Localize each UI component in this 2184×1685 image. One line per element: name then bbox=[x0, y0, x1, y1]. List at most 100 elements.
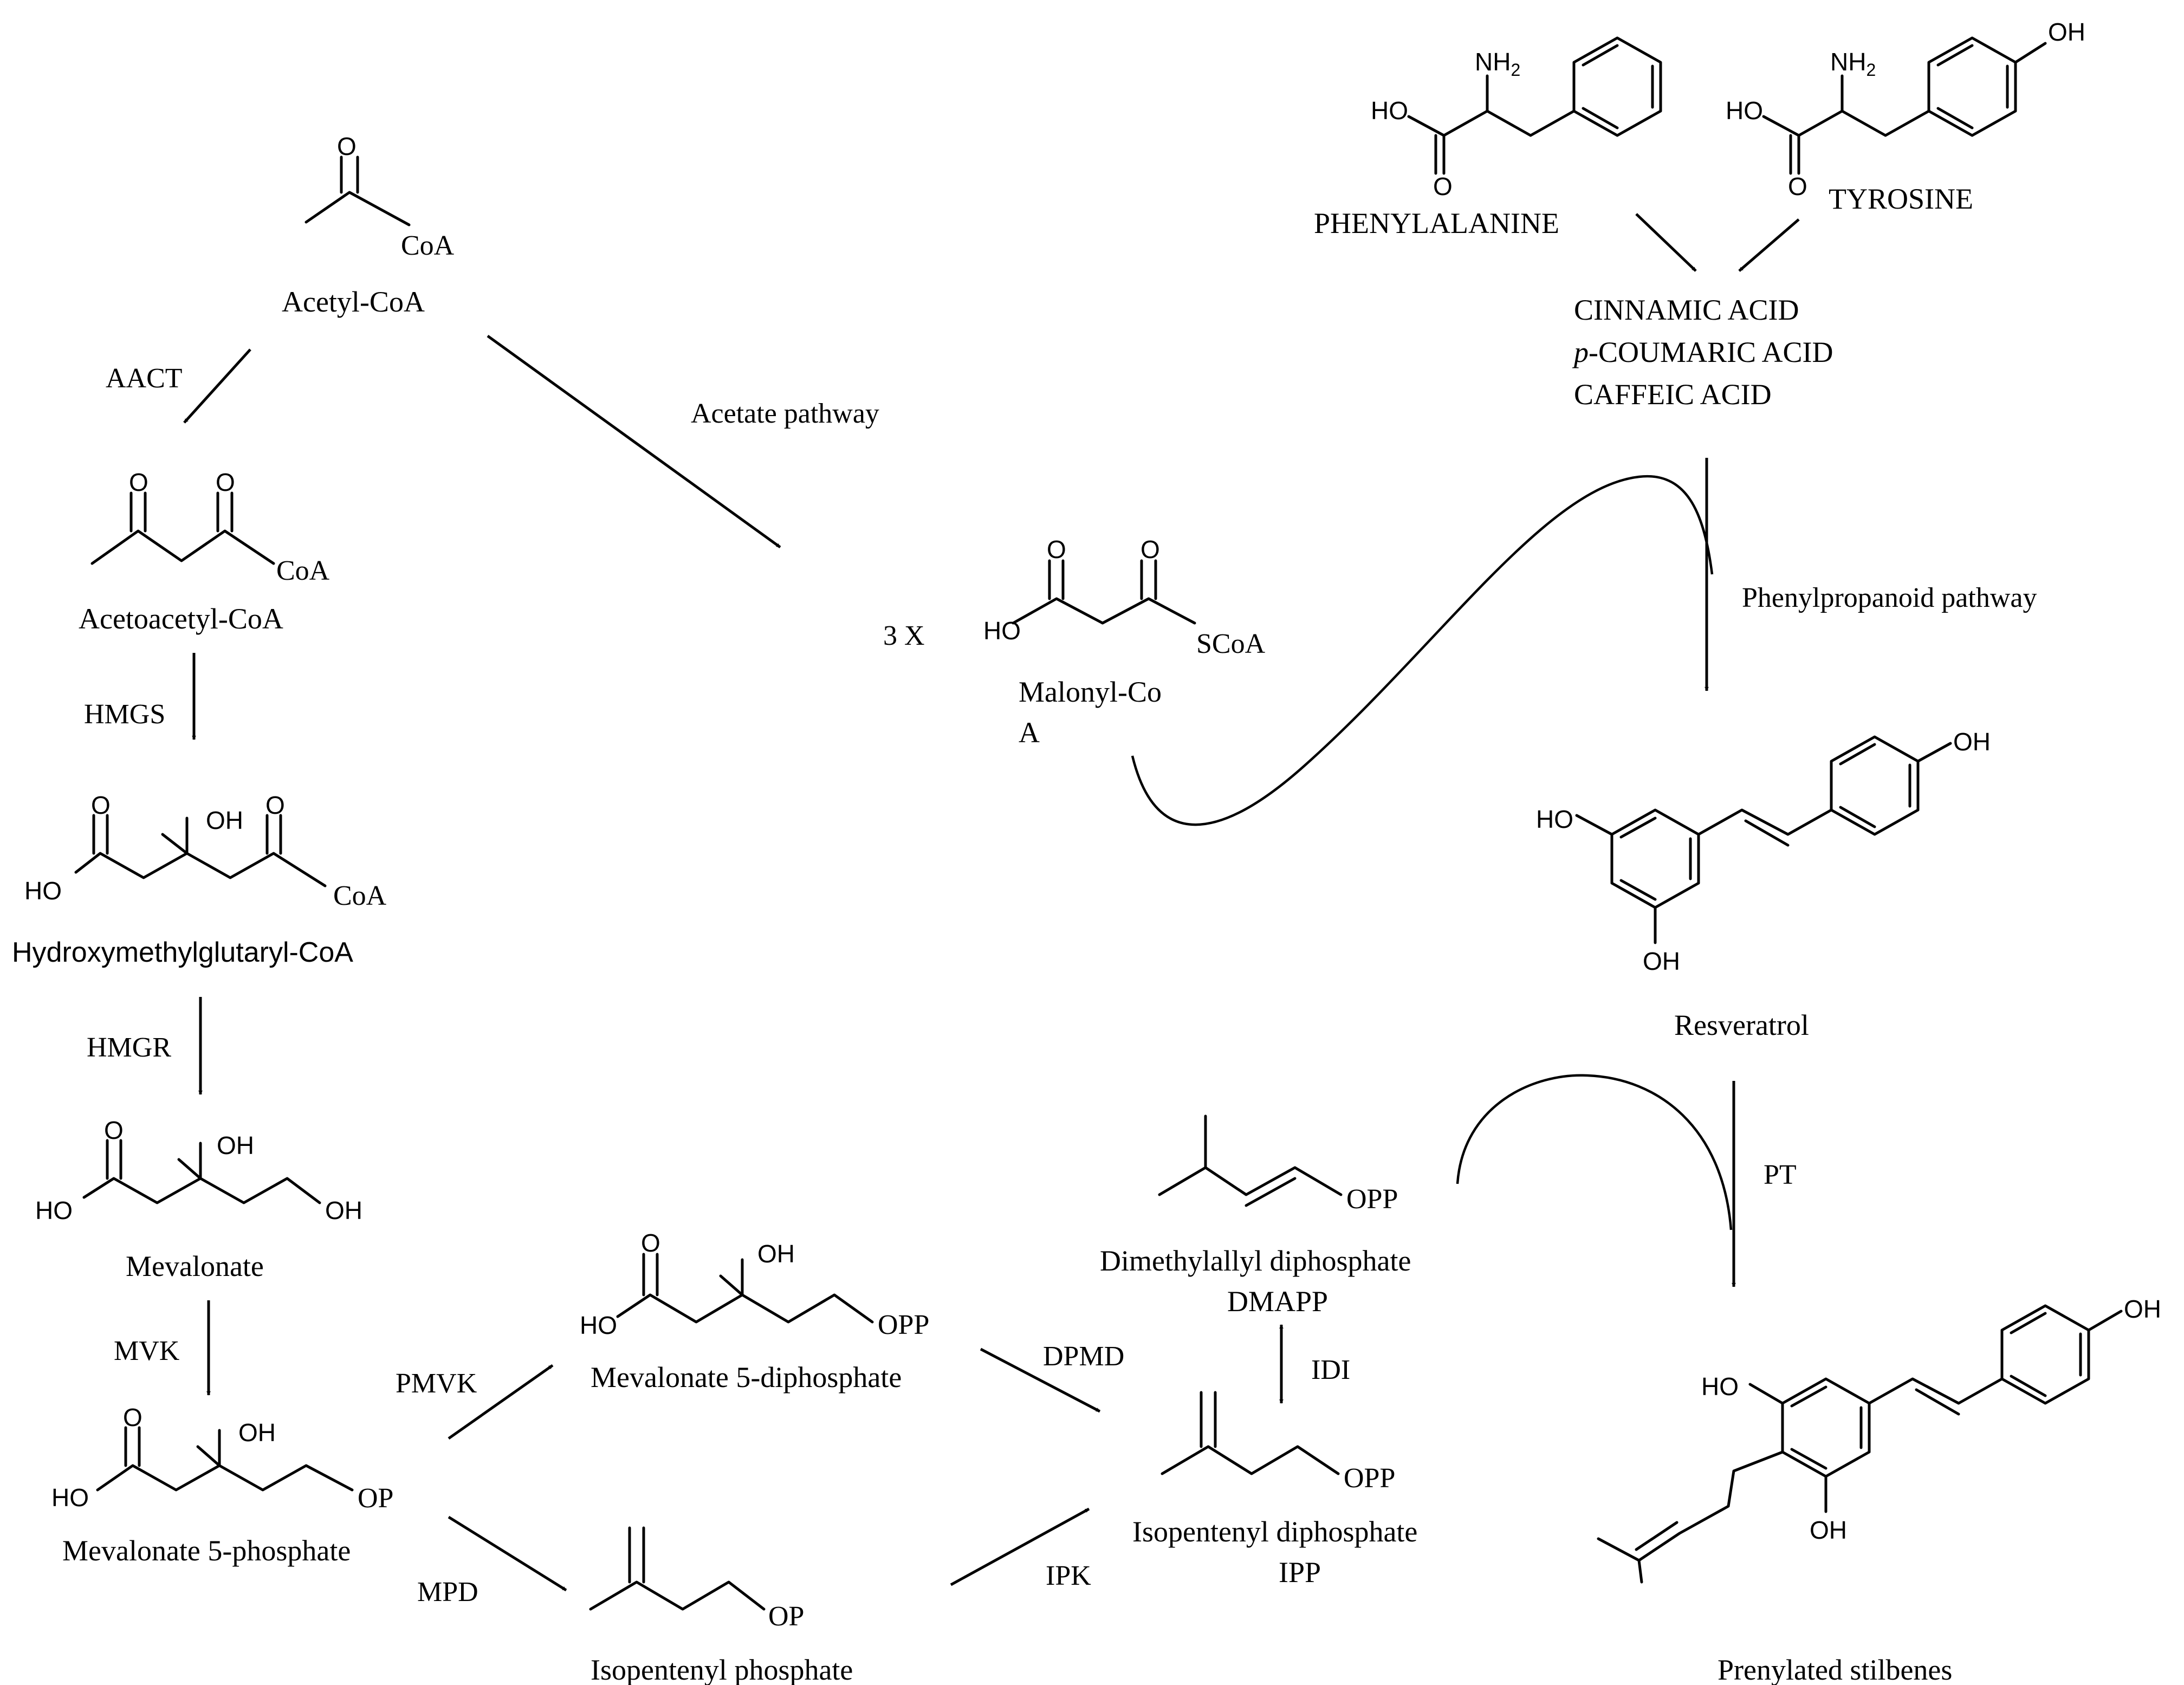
dmapp-structure: OPP bbox=[1158, 1114, 1398, 1215]
acetoacetyl-coa-label: Acetoacetyl-CoA bbox=[79, 602, 283, 635]
tyrosine-structure: HO O NH2 OH bbox=[1726, 18, 2085, 200]
atom-oh: OH bbox=[206, 806, 243, 834]
atom-o: O bbox=[123, 1403, 142, 1431]
acetoacetyl-coa-structure: O O CoA bbox=[90, 468, 330, 586]
mevalonate-structure: O OH HO OH bbox=[35, 1116, 362, 1224]
enzyme-idi: IDI bbox=[1311, 1355, 1350, 1385]
atom-o: O bbox=[1140, 535, 1160, 563]
ipp-abbr: IPP bbox=[1279, 1556, 1321, 1589]
arrow-aact bbox=[183, 348, 251, 424]
atom-oh: OH bbox=[2048, 18, 2085, 46]
atom-oh: OH bbox=[757, 1240, 795, 1268]
atom-o: O bbox=[337, 132, 357, 160]
resveratrol-structure: HO OH OH bbox=[1536, 728, 1991, 975]
mevalonate-5-diphosphate-label: Mevalonate 5-diphosphate bbox=[591, 1361, 902, 1394]
caffeic-acid-label: CAFFEIC ACID bbox=[1574, 378, 1772, 411]
dmapp-label: Dimethylallyl diphosphate bbox=[1100, 1245, 1411, 1277]
arrow-tyrosine bbox=[1738, 218, 1800, 272]
atom-ho: HO bbox=[983, 617, 1021, 645]
atom-o: O bbox=[1788, 172, 1807, 200]
atom-o: O bbox=[1433, 172, 1453, 200]
atom-opp: OPP bbox=[878, 1310, 929, 1340]
atom-ho: HO bbox=[24, 877, 62, 905]
arrow-mpd bbox=[448, 1515, 567, 1592]
prenylated-stilbene-structure: HO OH OH bbox=[1597, 1295, 2161, 1584]
atom-oh: OH bbox=[325, 1196, 362, 1224]
isopentenyl-phosphate-structure: OP bbox=[589, 1526, 804, 1632]
enzyme-dpmd: DPMD bbox=[1043, 1341, 1124, 1372]
acetyl-coa-label: Acetyl-CoA bbox=[282, 286, 425, 318]
atom-oh: OH bbox=[1953, 728, 1991, 756]
atom-o: O bbox=[216, 468, 235, 496]
atom-ho: HO bbox=[1726, 96, 1763, 125]
coumaric-acid-label: p-COUMARIC ACID bbox=[1572, 336, 1833, 368]
atom-nh2: NH2 bbox=[1475, 48, 1520, 80]
prenylation-curve bbox=[1456, 1074, 1733, 1230]
atom-ho: HO bbox=[35, 1196, 73, 1224]
enzyme-hmgs: HMGS bbox=[84, 699, 165, 730]
atom-opp: OPP bbox=[1344, 1463, 1395, 1494]
acetate-pathway-label: Acetate pathway bbox=[691, 398, 879, 429]
ipp-label: Isopentenyl diphosphate bbox=[1132, 1515, 1417, 1548]
atom-opp: OPP bbox=[1346, 1184, 1398, 1215]
enzyme-hmgr: HMGR bbox=[87, 1032, 171, 1063]
arrow-dpmd bbox=[980, 1347, 1101, 1413]
malonyl-coa-structure: O O HO SCoA bbox=[983, 535, 1266, 659]
ipp-structure: OPP bbox=[1161, 1391, 1395, 1494]
atom-oh: OH bbox=[238, 1418, 276, 1447]
mevalonate-label: Mevalonate bbox=[126, 1250, 264, 1282]
atom-ho: HO bbox=[1536, 805, 1573, 833]
atom-nh2: NH2 bbox=[1830, 48, 1876, 80]
atom-o: O bbox=[1047, 535, 1066, 563]
arrow-pmvk bbox=[448, 1364, 554, 1440]
atom-coa: CoA bbox=[276, 555, 330, 586]
atom-oh: OH bbox=[1643, 947, 1680, 975]
hmg-coa-structure: O O OH HO CoA bbox=[24, 791, 387, 911]
acetyl-coa-structure: O CoA bbox=[304, 132, 455, 261]
mevalonate-5-phosphate-structure: O OH HO OP bbox=[51, 1403, 393, 1514]
hmg-coa-label: Hydroxymethylglutaryl-CoA bbox=[12, 937, 353, 968]
atom-o: O bbox=[265, 791, 285, 819]
atom-scoa: SCoA bbox=[1196, 628, 1266, 659]
phenylalanine-label: PHENYLALANINE bbox=[1314, 207, 1559, 239]
atom-o: O bbox=[91, 791, 111, 819]
arrow-phenylalanine bbox=[1635, 213, 1697, 272]
enzyme-pt: PT bbox=[1764, 1159, 1797, 1190]
atom-coa: CoA bbox=[333, 880, 387, 911]
enzyme-mvk: MVK bbox=[114, 1336, 180, 1366]
atom-o: O bbox=[104, 1116, 124, 1144]
atom-coa: CoA bbox=[401, 230, 455, 261]
stoichiometry-label: 3 X bbox=[883, 620, 925, 651]
atom-oh: OH bbox=[1810, 1516, 1847, 1544]
phenylpropanoid-pathway-label: Phenylpropanoid pathway bbox=[1742, 582, 2037, 613]
atom-op: OP bbox=[358, 1483, 393, 1514]
enzyme-mpd: MPD bbox=[417, 1577, 478, 1608]
phenylalanine-structure: HO O NH2 bbox=[1371, 36, 1662, 200]
enzyme-aact: AACT bbox=[106, 363, 183, 394]
dmapp-abbr: DMAPP bbox=[1227, 1285, 1328, 1318]
isopentenyl-phosphate-label: Isopentenyl phosphate bbox=[591, 1654, 853, 1685]
atom-ho: HO bbox=[580, 1311, 617, 1339]
enzyme-ipk: IPK bbox=[1046, 1560, 1091, 1591]
atom-o: O bbox=[641, 1229, 660, 1257]
atom-op: OP bbox=[768, 1601, 804, 1632]
atom-ho: HO bbox=[1371, 96, 1408, 125]
atom-ho: HO bbox=[1701, 1372, 1739, 1401]
resveratrol-label: Resveratrol bbox=[1674, 1009, 1809, 1041]
atom-o: O bbox=[129, 468, 148, 496]
arrow-acetate-pathway bbox=[487, 334, 781, 549]
malonyl-coa-label-line1: Malonyl-Co bbox=[1019, 676, 1162, 708]
cinnamic-acid-label: CINNAMIC ACID bbox=[1574, 294, 1799, 326]
malonyl-condensation-curve bbox=[1131, 475, 1714, 826]
mevalonate-5-diphosphate-structure: O OH HO OPP bbox=[580, 1229, 929, 1340]
prenylated-stilbenes-label: Prenylated stilbenes bbox=[1718, 1654, 1952, 1685]
malonyl-coa-label-line2: A bbox=[1019, 716, 1040, 749]
arrow-ipk bbox=[950, 1507, 1090, 1586]
atom-oh: OH bbox=[2124, 1295, 2161, 1323]
enzyme-pmvk: PMVK bbox=[396, 1368, 477, 1399]
atom-ho: HO bbox=[51, 1483, 89, 1512]
mevalonate-5-phosphate-label: Mevalonate 5-phosphate bbox=[62, 1534, 351, 1567]
tyrosine-label: TYROSINE bbox=[1829, 183, 1973, 215]
atom-oh: OH bbox=[217, 1131, 254, 1159]
